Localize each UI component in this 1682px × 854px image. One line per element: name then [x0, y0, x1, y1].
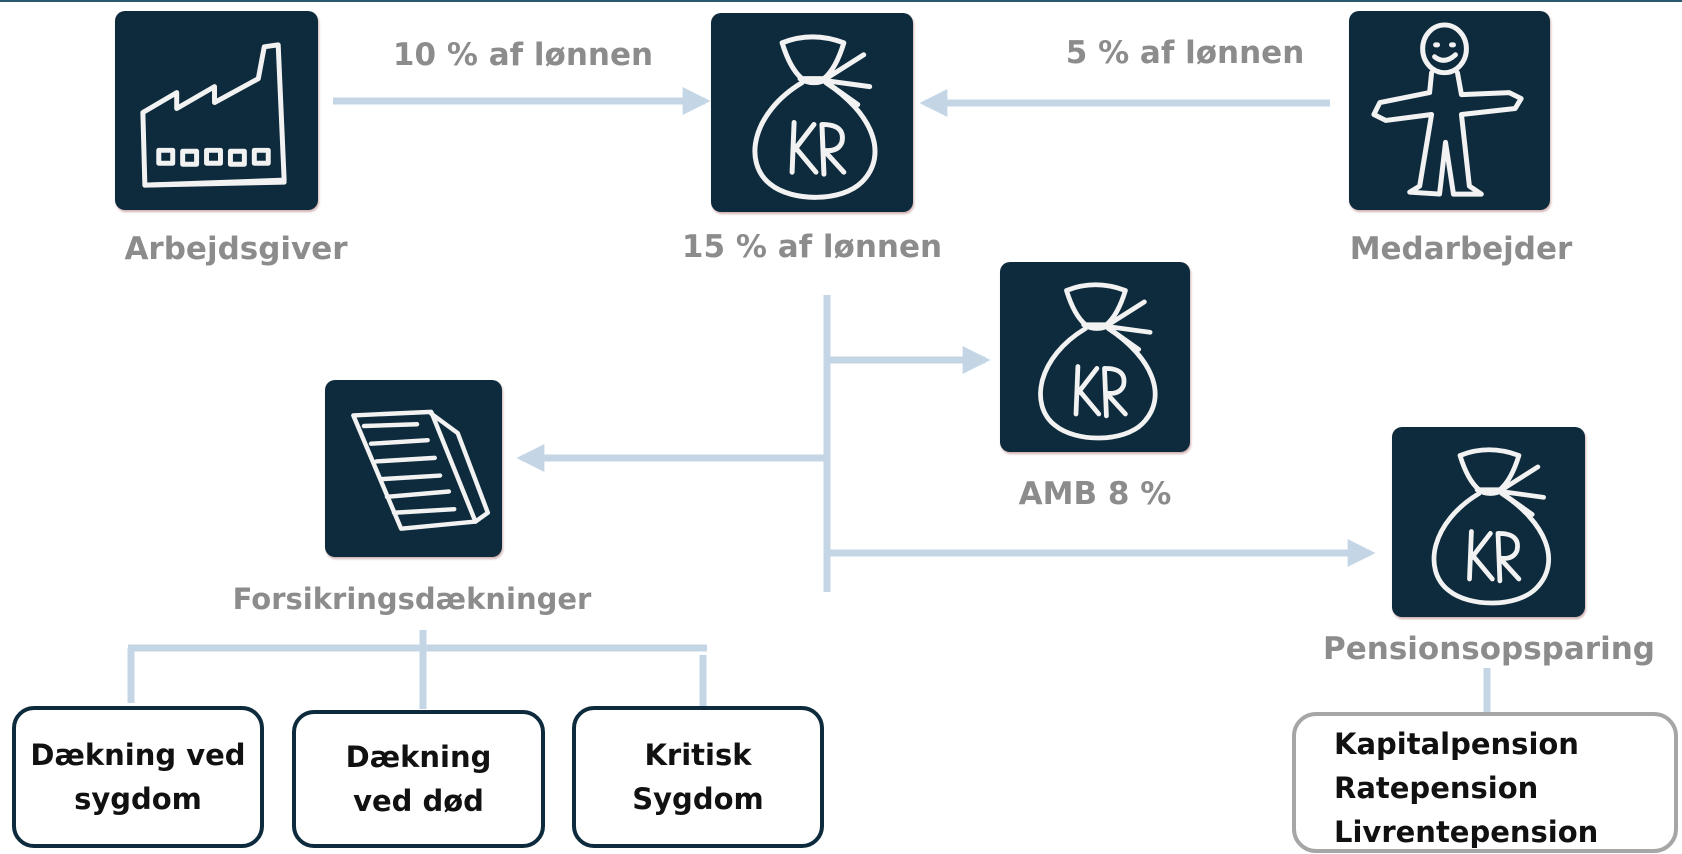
employee-label: Medarbejder — [1349, 231, 1573, 267]
employer-label: Arbejdsgiver — [124, 231, 348, 267]
top-border-line — [0, 0, 1682, 2]
stick-figure-icon — [1371, 22, 1524, 197]
coverage-label: Dækning ved død — [345, 740, 492, 818]
coverage-box-critical-illness: Kritisk Sygdom — [572, 706, 824, 848]
insurance-tile — [325, 380, 502, 557]
coverage-label: Dækning ved sygdom — [30, 738, 246, 816]
coverage-box-death: Dækning ved død — [292, 710, 545, 848]
coverage-box-illness: Dækning ved sygdom — [12, 706, 264, 848]
amb-label: AMB 8 % — [1018, 476, 1172, 512]
amb-tile — [1000, 262, 1190, 452]
pool-tile — [711, 13, 913, 212]
money-bag-icon — [1038, 282, 1158, 441]
pension-tile — [1392, 427, 1585, 617]
money-bag-icon — [752, 34, 878, 200]
pension-types-box: Kapitalpension Ratepension Livrentepensi… — [1292, 712, 1678, 853]
employee-tile — [1349, 11, 1550, 210]
employee-share-label: 5 % af lønnen — [1065, 35, 1305, 71]
pool-label: 15 % af lønnen — [681, 229, 943, 265]
pension-type-item: Ratepension — [1334, 771, 1539, 805]
coverage-label: Kritisk Sygdom — [632, 738, 764, 816]
document-icon — [351, 409, 491, 531]
pension-type-item: Kapitalpension — [1334, 727, 1579, 761]
factory-icon — [140, 42, 287, 188]
employer-share-label: 10 % af lønnen — [392, 37, 654, 73]
pension-type-item: Livrentepension — [1334, 815, 1599, 849]
employer-tile — [115, 11, 318, 210]
money-bag-icon — [1431, 447, 1552, 606]
insurance-label: Forsikringsdækninger — [232, 582, 592, 616]
pension-label: Pensionsopsparing — [1323, 631, 1655, 667]
